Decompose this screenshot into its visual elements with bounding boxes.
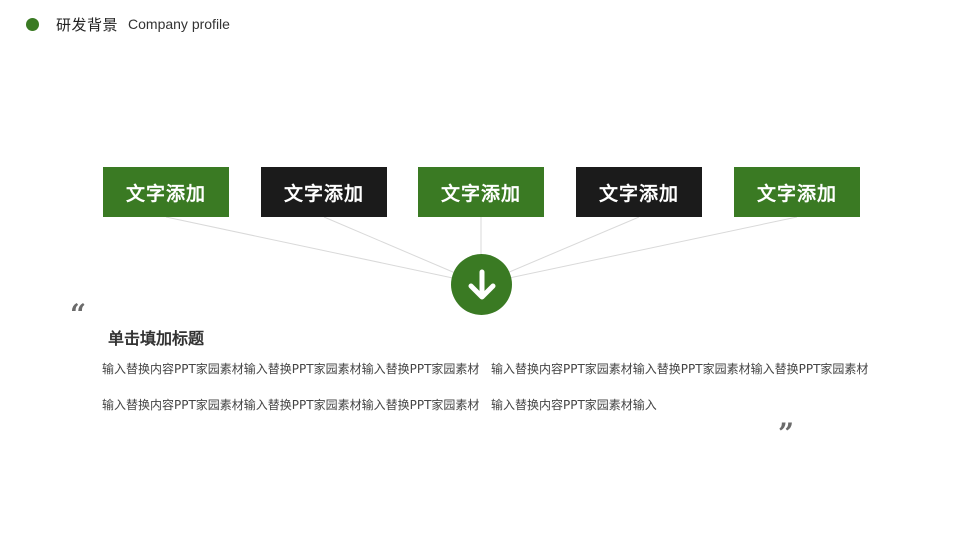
body-text-segment: 输入替换内容PPT家园素材输入替换PPT家园素材输入替换PPT家园素材 [491,362,869,376]
text-box-2[interactable]: 文字添加 [261,167,387,217]
text-box-1[interactable]: 文字添加 [103,167,229,217]
close-quote-mark: ” [778,417,795,450]
text-box-5[interactable]: 文字添加 [734,167,860,217]
text-box-3[interactable]: 文字添加 [418,167,544,217]
section-subtitle: Company profile [128,16,230,32]
quote-heading: 单击填加标题 [108,329,205,348]
center-hub [451,254,512,315]
arrow-down-icon [468,269,495,299]
body-text-segment: 输入替换内容PPT家园素材输入替换PPT家园素材输入替换PPT家园素材 [102,362,480,376]
section-header: 研发背景 Company profile [26,12,230,36]
section-title: 研发背景 [56,15,119,34]
text-box-label: 文字添加 [125,182,206,205]
text-box-label: 文字添加 [598,182,679,205]
body-text-segment: 输入替换内容PPT家园素材输入替换PPT家园素材输入替换PPT家园素材 [102,398,480,412]
bullet-dot-icon [26,17,39,31]
text-box-label: 文字添加 [440,182,521,205]
text-box-4[interactable]: 文字添加 [576,167,702,217]
connector-line [165,216,482,285]
text-box-label: 文字添加 [283,182,364,205]
open-quote-mark: “ [70,298,87,331]
text-box-label: 文字添加 [756,182,837,205]
body-text-segment: 输入替换内容PPT家园素材输入 [491,398,657,412]
connector-line [480,216,798,285]
